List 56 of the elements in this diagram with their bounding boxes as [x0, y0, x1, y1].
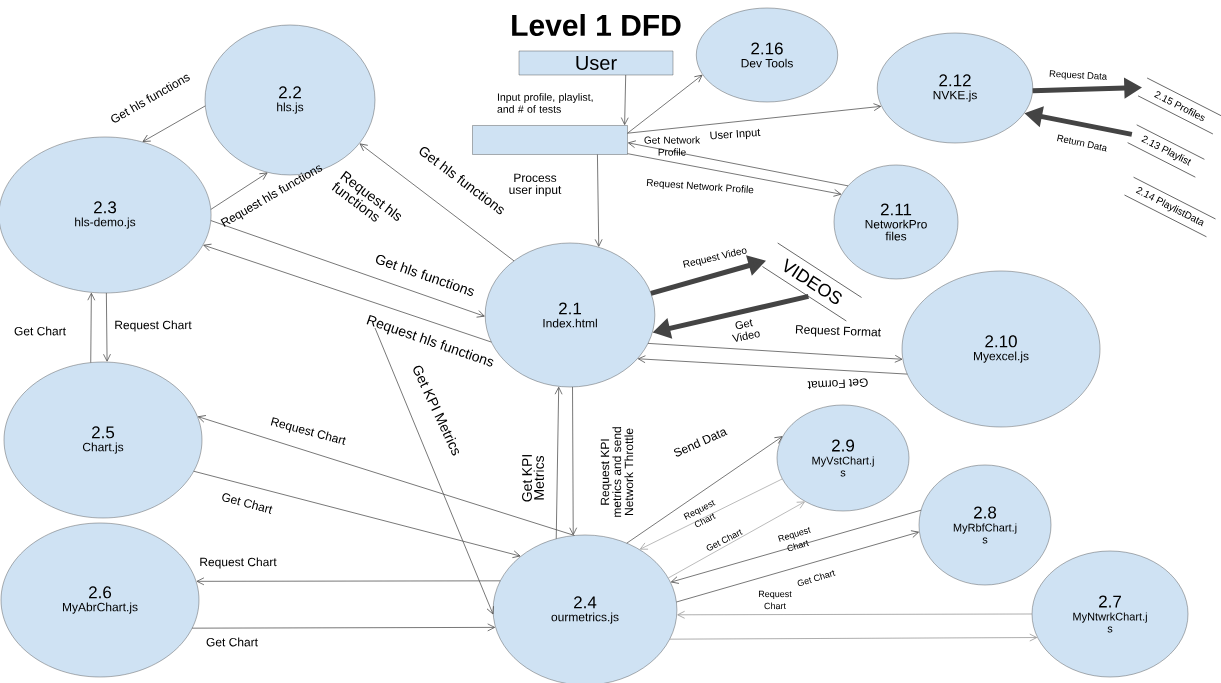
arrow — [196, 577, 501, 586]
arrow — [197, 415, 575, 536]
edge-label: Request Network Profile — [646, 179, 754, 194]
edge-label: Get Video — [731, 319, 760, 342]
arrow — [210, 172, 268, 210]
title: Level 1 DFD — [512, 14, 681, 36]
arrow — [142, 105, 206, 142]
edge-label: Request Video — [682, 248, 747, 268]
edge-label: Request Chart — [778, 527, 812, 552]
edge-label: Request Chart — [200, 557, 277, 569]
edge-label: Request Format — [795, 325, 881, 337]
arrow — [203, 243, 492, 343]
edge-label: User Input — [710, 128, 761, 140]
arrow — [374, 327, 494, 615]
edge-label: Request Chart — [115, 320, 192, 332]
edge-label: Get Chart — [797, 570, 836, 586]
arrow — [210, 220, 485, 318]
entity-box: User — [518, 50, 674, 76]
arrow — [669, 633, 1038, 642]
edge-label: Return Data — [1057, 134, 1107, 152]
edge-label: Request Data — [1049, 70, 1107, 80]
edge-label: Get KPI Metrics — [522, 455, 544, 502]
edge-label: Get Chart — [222, 493, 273, 514]
arrow — [569, 386, 578, 536]
edge-label: Request KPI metrics and send Network Throttle — [600, 427, 634, 517]
edge-label: Get Chart — [706, 529, 743, 551]
edge-label: Send Data — [674, 429, 728, 457]
arrow — [676, 530, 919, 603]
arrow — [628, 140, 849, 187]
arrow — [87, 292, 96, 363]
edge-label: Request Chart — [270, 417, 346, 445]
arrow — [620, 74, 629, 125]
arrow — [627, 153, 842, 197]
edge-label: Get Chart — [14, 326, 66, 336]
entity-box — [472, 125, 628, 155]
arrow — [626, 436, 783, 544]
edge-label: Request Chart — [759, 590, 792, 610]
arrow — [677, 610, 1033, 619]
edge-label: Get Format — [807, 378, 868, 390]
arrow — [103, 292, 111, 362]
arrow — [193, 470, 521, 559]
arrow — [667, 501, 805, 579]
arrow — [191, 623, 496, 632]
edge-label: Get Network Profile — [644, 136, 701, 156]
arrow — [670, 509, 922, 584]
arrow — [639, 478, 783, 550]
arrow — [637, 355, 908, 375]
arrow — [594, 154, 603, 247]
edge-label: Input profile, playlist, and # of tests — [497, 93, 593, 113]
arrow — [554, 386, 563, 540]
arrow — [627, 103, 882, 134]
edge-label: Process user input — [509, 173, 562, 197]
arrow — [647, 343, 903, 363]
arrow — [627, 74, 703, 134]
edge-label: Get Chart — [206, 637, 258, 647]
arrow — [359, 143, 515, 262]
